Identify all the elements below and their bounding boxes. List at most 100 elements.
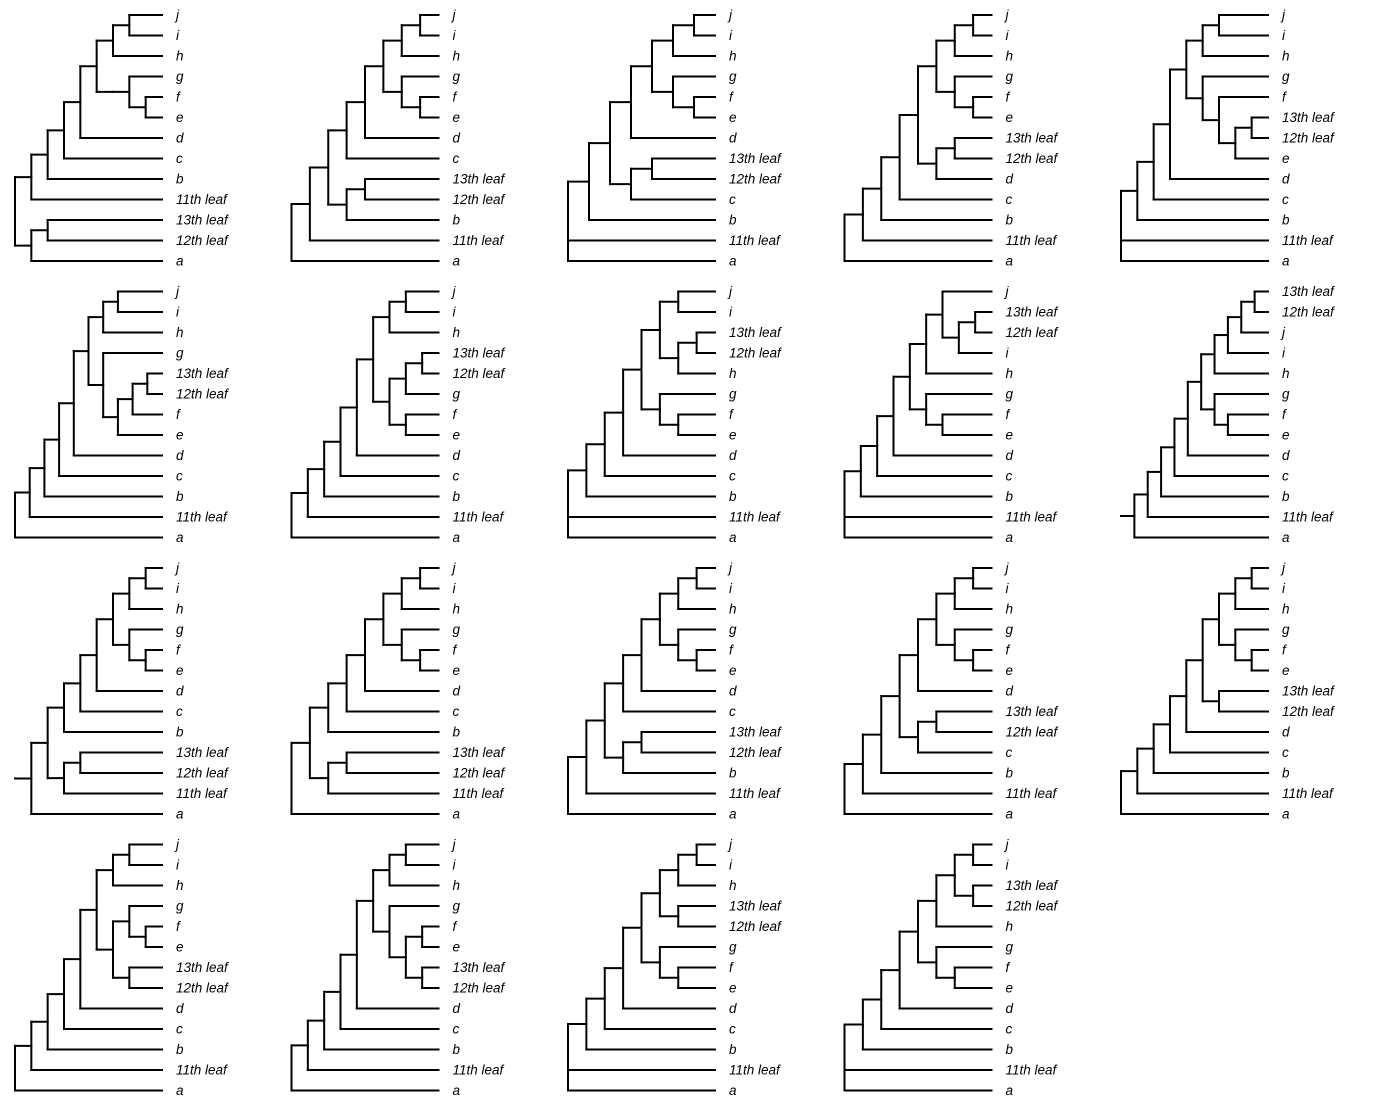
tip-label-h: h: [1282, 49, 1290, 64]
tip-label-f: f: [453, 407, 458, 422]
tip-label-j: j: [1280, 561, 1286, 576]
tip-label-c: c: [453, 469, 460, 484]
tip-label-c: c: [176, 469, 183, 484]
tip-label-j: j: [1280, 325, 1286, 340]
tip-label-12th-leaf: 12th leaf: [1282, 704, 1335, 719]
tip-label-f: f: [729, 960, 734, 975]
tip-label-h: h: [729, 49, 737, 64]
tip-label-a: a: [453, 530, 461, 545]
tip-label-c: c: [1006, 469, 1013, 484]
tip-label-e: e: [1006, 428, 1014, 443]
tip-label-i: i: [1282, 581, 1286, 596]
tip-label-a: a: [1282, 807, 1290, 822]
tip-label-f: f: [453, 90, 458, 105]
tip-label-f: f: [1282, 90, 1287, 105]
tip-label-11th-leaf: 11th leaf: [453, 510, 505, 525]
tip-label-11th-leaf: 11th leaf: [453, 786, 505, 801]
tip-label-11th-leaf: 11th leaf: [1282, 510, 1334, 525]
tip-label-b: b: [1282, 213, 1290, 228]
tip-label-c: c: [176, 151, 183, 166]
tip-label-12th-leaf: 12th leaf: [453, 766, 506, 781]
tip-label-c: c: [729, 469, 736, 484]
tip-label-a: a: [1006, 807, 1014, 822]
tip-label-11th-leaf: 11th leaf: [729, 786, 781, 801]
tip-label-i: i: [1006, 858, 1010, 873]
tip-label-i: i: [176, 858, 180, 873]
tip-label-d: d: [453, 1001, 461, 1016]
tip-label-c: c: [1006, 192, 1013, 207]
tip-label-13th-leaf: 13th leaf: [729, 725, 782, 740]
tip-label-j: j: [451, 284, 457, 299]
tip-label-f: f: [176, 643, 181, 658]
tip-label-12th-leaf: 12th leaf: [176, 981, 229, 996]
tip-label-11th-leaf: 11th leaf: [1006, 510, 1058, 525]
tip-label-j: j: [451, 561, 457, 576]
tip-label-13th-leaf: 13th leaf: [453, 172, 506, 187]
tip-label-i: i: [729, 28, 733, 43]
tip-label-b: b: [453, 213, 461, 228]
tip-label-12th-leaf: 12th leaf: [453, 192, 506, 207]
tip-label-h: h: [453, 325, 461, 340]
tip-label-c: c: [453, 1022, 460, 1037]
tip-label-11th-leaf: 11th leaf: [1006, 233, 1058, 248]
tip-label-g: g: [1006, 940, 1014, 955]
tip-label-12th-leaf: 12th leaf: [176, 233, 229, 248]
tip-label-g: g: [1282, 622, 1290, 637]
tip-label-h: h: [176, 325, 184, 340]
tip-label-g: g: [729, 622, 737, 637]
tip-label-d: d: [1006, 448, 1014, 463]
tip-label-d: d: [1006, 172, 1014, 187]
tip-label-i: i: [176, 581, 180, 596]
tip-label-h: h: [1006, 366, 1014, 381]
tip-label-11th-leaf: 11th leaf: [176, 192, 228, 207]
tip-label-b: b: [176, 725, 184, 740]
tip-label-12th-leaf: 12th leaf: [729, 346, 782, 361]
tip-label-12th-leaf: 12th leaf: [729, 919, 782, 934]
tip-label-f: f: [1006, 90, 1011, 105]
tip-label-h: h: [1282, 602, 1290, 617]
tip-label-d: d: [729, 131, 737, 146]
tip-label-g: g: [1282, 387, 1290, 402]
tip-label-j: j: [1004, 8, 1010, 23]
tip-label-j: j: [727, 284, 733, 299]
tip-label-d: d: [729, 1001, 737, 1016]
tip-label-e: e: [176, 940, 184, 955]
tip-label-e: e: [729, 110, 737, 125]
tip-label-a: a: [1006, 254, 1014, 269]
tip-label-b: b: [176, 489, 184, 504]
tip-label-j: j: [1004, 837, 1010, 852]
tip-label-i: i: [729, 858, 733, 873]
tip-label-d: d: [453, 131, 461, 146]
tip-label-a: a: [1006, 1083, 1014, 1098]
tip-label-e: e: [729, 663, 737, 678]
tip-label-j: j: [1004, 561, 1010, 576]
tip-label-a: a: [176, 807, 184, 822]
tip-label-e: e: [176, 110, 184, 125]
tip-label-i: i: [453, 858, 457, 873]
tip-label-12th-leaf: 12th leaf: [453, 981, 506, 996]
tip-label-12th-leaf: 12th leaf: [729, 745, 782, 760]
tip-label-h: h: [729, 602, 737, 617]
tip-label-h: h: [1006, 49, 1014, 64]
tip-label-12th-leaf: 12th leaf: [176, 387, 229, 402]
tip-label-12th-leaf: 12th leaf: [1006, 325, 1059, 340]
tip-label-f: f: [1006, 643, 1011, 658]
tip-label-i: i: [1006, 581, 1010, 596]
tip-label-11th-leaf: 11th leaf: [729, 233, 781, 248]
tip-label-d: d: [453, 684, 461, 699]
tip-label-12th-leaf: 12th leaf: [1006, 151, 1059, 166]
tip-label-d: d: [1006, 1001, 1014, 1016]
tip-label-g: g: [453, 899, 461, 914]
tip-label-j: j: [727, 561, 733, 576]
tip-label-a: a: [1006, 530, 1014, 545]
tip-label-e: e: [176, 663, 184, 678]
tip-label-i: i: [729, 305, 733, 320]
tip-label-h: h: [1006, 919, 1014, 934]
